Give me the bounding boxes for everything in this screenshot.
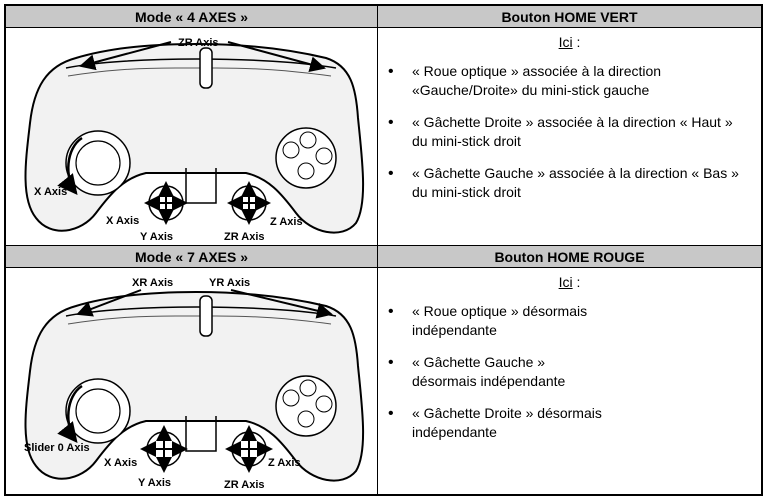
y-axis-dpad-label: Y Axis (140, 231, 173, 243)
slider-wheel-arrow (57, 384, 83, 443)
y-axis-dpad-label: Y Axis (138, 477, 171, 489)
ici-word: Ici (558, 34, 573, 50)
controller-7-axes-diagram: XR Axis YR Axis Slider 0 Axis (6, 268, 378, 494)
ici-heading: Ici : (378, 34, 761, 50)
x-axis-dpad-label: X Axis (104, 457, 137, 469)
ici-heading: Ici : (378, 274, 761, 290)
axes-mapping-table: Mode « 4 AXES » Bouton HOME VERT ZR Axis (4, 4, 763, 496)
mode-4-axes-header: Mode « 4 AXES » (6, 6, 378, 28)
ici-word: Ici (558, 274, 573, 290)
home-red-bullets: « Roue optique » désormais indépendante … (388, 302, 747, 455)
list-item: « Gâchette Droite » désormais indépendan… (388, 404, 612, 442)
list-item: « Roue optique » désormais indépendante (388, 302, 612, 340)
xr-axis-label: XR Axis (132, 277, 173, 289)
zr-axis-bottom-label: ZR Axis (224, 231, 265, 243)
home-green-bullets: « Roue optique » associée à la direction… (388, 62, 747, 215)
z-axis-stick-label: Z Axis (270, 216, 303, 228)
home-red-header: Bouton HOME ROUGE (378, 246, 761, 268)
gamepad-4-axes-illustration: ZR Axis X Axis (24, 37, 365, 243)
mode-7-axes-header: Mode « 7 AXES » (6, 246, 378, 268)
home-green-header: Bouton HOME VERT (378, 6, 761, 28)
home-green-description: Ici : « Roue optique » associée à la dir… (378, 28, 761, 246)
slider-axis-label: Slider 0 Axis (24, 442, 90, 454)
ici-suffix: : (572, 34, 581, 50)
ici-suffix: : (572, 274, 581, 290)
list-item: « Gâchette Gauche » associée à la direct… (388, 164, 747, 202)
controller-4-axes-diagram: ZR Axis X Axis (6, 28, 378, 246)
list-item: « Roue optique » associée à la direction… (388, 62, 747, 100)
z-axis-stick-label: Z Axis (268, 457, 301, 469)
home-red-description: Ici : « Roue optique » désormais indépen… (378, 268, 761, 494)
zr-axis-top-label: ZR Axis (178, 37, 219, 49)
x-axis-dpad-label: X Axis (106, 215, 139, 227)
gamepad-7-axes-illustration: XR Axis YR Axis Slider 0 Axis (24, 277, 365, 491)
x-axis-wheel-label: X Axis (34, 186, 67, 198)
list-item: « Gâchette Droite » associée à la direct… (388, 113, 747, 151)
zr-axis-bottom-label: ZR Axis (224, 479, 265, 491)
list-item: « Gâchette Gauche » désormais indépendan… (388, 353, 612, 391)
yr-axis-label: YR Axis (209, 277, 250, 289)
